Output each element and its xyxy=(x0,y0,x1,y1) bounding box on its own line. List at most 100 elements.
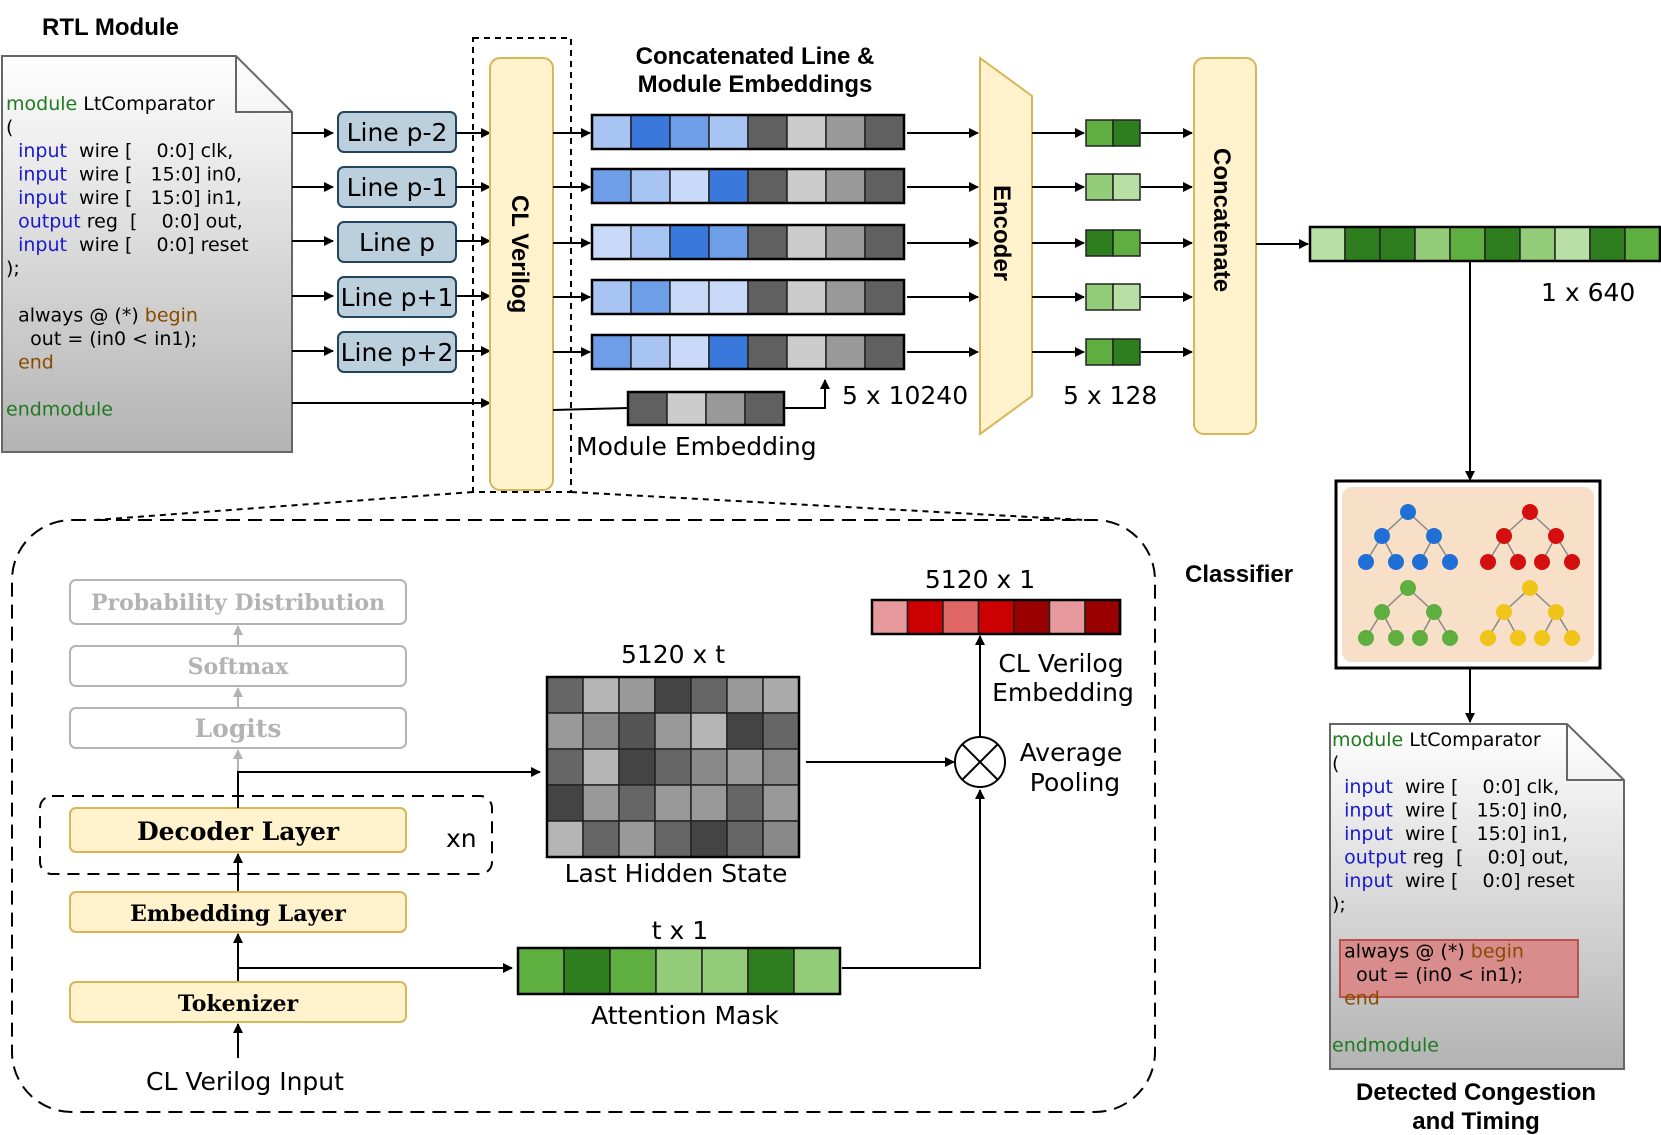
mask-dim: t x 1 xyxy=(652,916,708,945)
code-segment: always @ (*) xyxy=(1332,941,1471,963)
tree-node xyxy=(1358,554,1374,570)
encoded-vector xyxy=(1085,173,1141,201)
code-segment: input xyxy=(6,164,67,186)
embedding-row-outline xyxy=(590,333,906,371)
attention-mask-cell xyxy=(747,947,795,995)
probability-distribution-box xyxy=(69,579,407,625)
output-dim-label: 1 x 640 xyxy=(1541,278,1635,307)
line-embedding-cell xyxy=(669,334,710,370)
tree-node xyxy=(1426,528,1442,544)
tree-node xyxy=(1510,630,1526,646)
hidden-state-cell xyxy=(654,748,692,786)
final-vector-cell xyxy=(1414,226,1451,262)
line-embedding-cell xyxy=(669,114,710,150)
line-embedding-cell xyxy=(669,224,710,260)
encoded-cell xyxy=(1112,283,1141,311)
encoded-cell xyxy=(1085,119,1114,147)
encoded-cell xyxy=(1085,283,1114,311)
hidden-state-cell xyxy=(726,748,764,786)
cl-embedding-label-line2: Embedding xyxy=(992,678,1134,707)
embedding-layer-box xyxy=(69,891,407,933)
cl-verilog-block xyxy=(489,57,554,491)
code-segment: LtComparator xyxy=(1403,729,1541,751)
hidden-state-dim: 5120 x t xyxy=(621,640,725,669)
tree-node xyxy=(1374,528,1390,544)
classifier-tree xyxy=(1480,580,1580,646)
module-embedding-cell xyxy=(864,168,905,204)
encoded-vector xyxy=(1085,338,1141,366)
hidden-state-cell xyxy=(690,748,728,786)
final-vector-cell xyxy=(1344,226,1381,262)
module-embedding-cell xyxy=(747,334,788,370)
hidden-state-cell xyxy=(726,820,764,858)
detected-title-line1: Detected Congestion xyxy=(1356,1079,1596,1106)
hidden-state-cell xyxy=(762,820,800,858)
code-segment: endmodule xyxy=(1332,1035,1439,1057)
embeddings-to-encoder-arrows xyxy=(907,128,979,357)
classifier-trees xyxy=(1358,504,1580,646)
hidden-state-cell xyxy=(546,676,584,714)
embedding-row-outline xyxy=(590,167,906,205)
line-embedding-cell xyxy=(708,168,749,204)
tree-node xyxy=(1522,580,1538,596)
cl-embedding-cell xyxy=(977,599,1015,635)
tree-node xyxy=(1548,604,1564,620)
code-segment: ); xyxy=(1332,894,1346,916)
decoder-to-hidden-state-arrow xyxy=(237,767,541,808)
hidden-state-cell xyxy=(582,712,620,750)
hidden-state-cell xyxy=(690,820,728,858)
tree-node xyxy=(1442,630,1458,646)
line-embedding-cell xyxy=(630,114,671,150)
hidden-state-grid xyxy=(545,675,801,859)
code-segment: always @ (*) xyxy=(6,305,145,327)
code-segment: begin xyxy=(1471,941,1524,963)
detected-code: module LtComparator( input wire [ 0:0] c… xyxy=(1332,729,1575,1057)
concat-title-line1: Concatenated Line & xyxy=(636,43,875,70)
line-box-2: Line p xyxy=(337,221,457,263)
cl-verilog-dashed-outline xyxy=(472,37,572,493)
rtl-module-code: module LtComparator( input wire [ 0:0] c… xyxy=(6,93,249,421)
code-segment: wire [ 15:0] in1, xyxy=(67,187,242,209)
line-box-4: Line p+2 xyxy=(337,331,457,373)
softmax-label: Softmax xyxy=(188,654,290,680)
encoded-vector xyxy=(1085,119,1141,147)
cl-verilog-detail-region xyxy=(11,519,1156,1113)
pooling-label-line2: Pooling xyxy=(1030,768,1120,797)
embedding-row xyxy=(590,167,906,205)
hidden-state-cell xyxy=(762,712,800,750)
classifier-tree xyxy=(1358,504,1458,570)
line-embedding-cell xyxy=(708,114,749,150)
encoded-vector xyxy=(1085,229,1141,257)
tree-node xyxy=(1412,554,1428,570)
hidden-state-cell xyxy=(690,676,728,714)
code-segment: input xyxy=(1332,800,1393,822)
module-embedding-cell xyxy=(747,224,788,260)
encoded-dim-label: 5 x 128 xyxy=(1063,381,1157,410)
cl-embedding-outline xyxy=(870,598,1122,636)
embedding-row-outline xyxy=(590,113,906,151)
module-embedding-cell xyxy=(786,334,827,370)
cl-embedding-cell xyxy=(1048,599,1086,635)
code-segment: end xyxy=(6,352,54,374)
attention-mask-cell xyxy=(609,947,657,995)
tree-node xyxy=(1400,580,1416,596)
module-embedding-cell xyxy=(864,334,905,370)
line-embedding-cell xyxy=(708,224,749,260)
embedding-layer-label: Embedding Layer xyxy=(130,901,346,927)
code-segment: reg [ 0:0] out, xyxy=(81,211,243,233)
hidden-state-cell xyxy=(618,676,656,714)
mask-to-pooling-arrow xyxy=(842,789,985,969)
code-segment: input xyxy=(1332,823,1393,845)
module-embedding-cell xyxy=(825,114,866,150)
encoded-cell xyxy=(1112,229,1141,257)
hidden-state-cell xyxy=(618,784,656,822)
code-segment: input xyxy=(1332,776,1393,798)
cl-verilog-input-label: CL Verilog Input xyxy=(146,1067,344,1096)
concatenate-label: Concatenate xyxy=(1208,148,1235,292)
rtl-module-document xyxy=(1,55,293,453)
hidden-state-cell xyxy=(690,712,728,750)
hidden-state-cell xyxy=(762,676,800,714)
hidden-state-cell xyxy=(618,712,656,750)
classifier-background xyxy=(1342,487,1594,662)
